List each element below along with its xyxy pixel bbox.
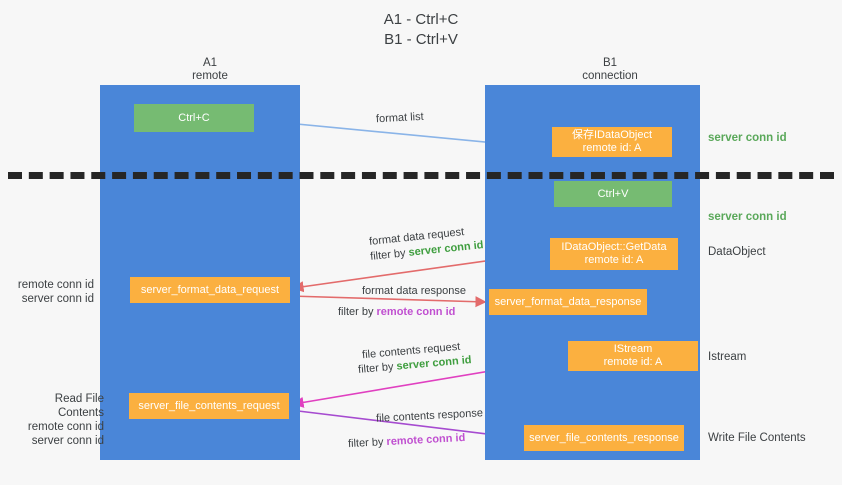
annotation-left-conn-ids-upper: remote conn id server conn id [6,278,94,306]
annotation-server-conn-id-top: server conn id [708,132,787,144]
annotation-remote-conn-id-upper: remote conn id [17,279,94,291]
annotation-server-conn-id-lower: server conn id [31,435,104,447]
annotation-remote-conn-id-lower: remote conn id [27,421,104,433]
node-ctrl-v[interactable]: Ctrl+V [554,181,672,207]
filter-by-text: filter by [369,246,410,263]
node-ctrl-c[interactable]: Ctrl+C [134,104,254,132]
arrow-format-data-response [289,295,487,308]
annotation-server-conn-id-mid: server conn id [708,211,787,223]
filter-by-text: filter by [338,306,377,318]
node-idataobject-getdata[interactable]: IDataObject::GetData remote id: A [550,238,678,270]
lane-header-b1: B1 connection [582,57,638,82]
edge-label-format-data-response: format data response [362,285,466,297]
edge-label-filter-by-remote-conn-id-format: filter by remote conn id [338,305,455,320]
node-server-file-contents-response[interactable]: server_file_contents_response [524,425,684,451]
annotation-server-conn-id-upper: server conn id [21,293,94,305]
phase-divider [8,172,834,179]
node-server-format-data-request[interactable]: server_format_data_request [130,277,290,303]
annotation-write-file-contents: Write File Contents [708,432,806,444]
filter-by-text: filter by [357,360,398,376]
filter-by-text: filter by [347,436,387,451]
edge-label-format-list: format list [375,110,424,126]
remote-conn-id-text: remote conn id [376,306,456,318]
page-title: A1 - Ctrl+C B1 - Ctrl+V [383,11,459,48]
remote-conn-id-text: remote conn id [386,431,466,449]
annotation-read-file-contents: Read File Contents [54,393,104,419]
node-server-file-contents-request[interactable]: server_file_contents_request [129,393,289,419]
annotation-left-conn-ids-lower: Read File Contents remote conn id server… [6,392,104,448]
arrow-file-contents-response [289,409,522,443]
annotation-dataobject: DataObject [708,246,766,258]
node-istream[interactable]: IStream remote id: A [568,341,698,371]
annotation-istream: Istream [708,351,747,363]
lane-header-a1: A1 remote [192,57,228,82]
node-server-format-data-response[interactable]: server_format_data_response [489,289,647,315]
node-save-idataobject[interactable]: 保存IDataObject remote id: A [552,127,672,157]
